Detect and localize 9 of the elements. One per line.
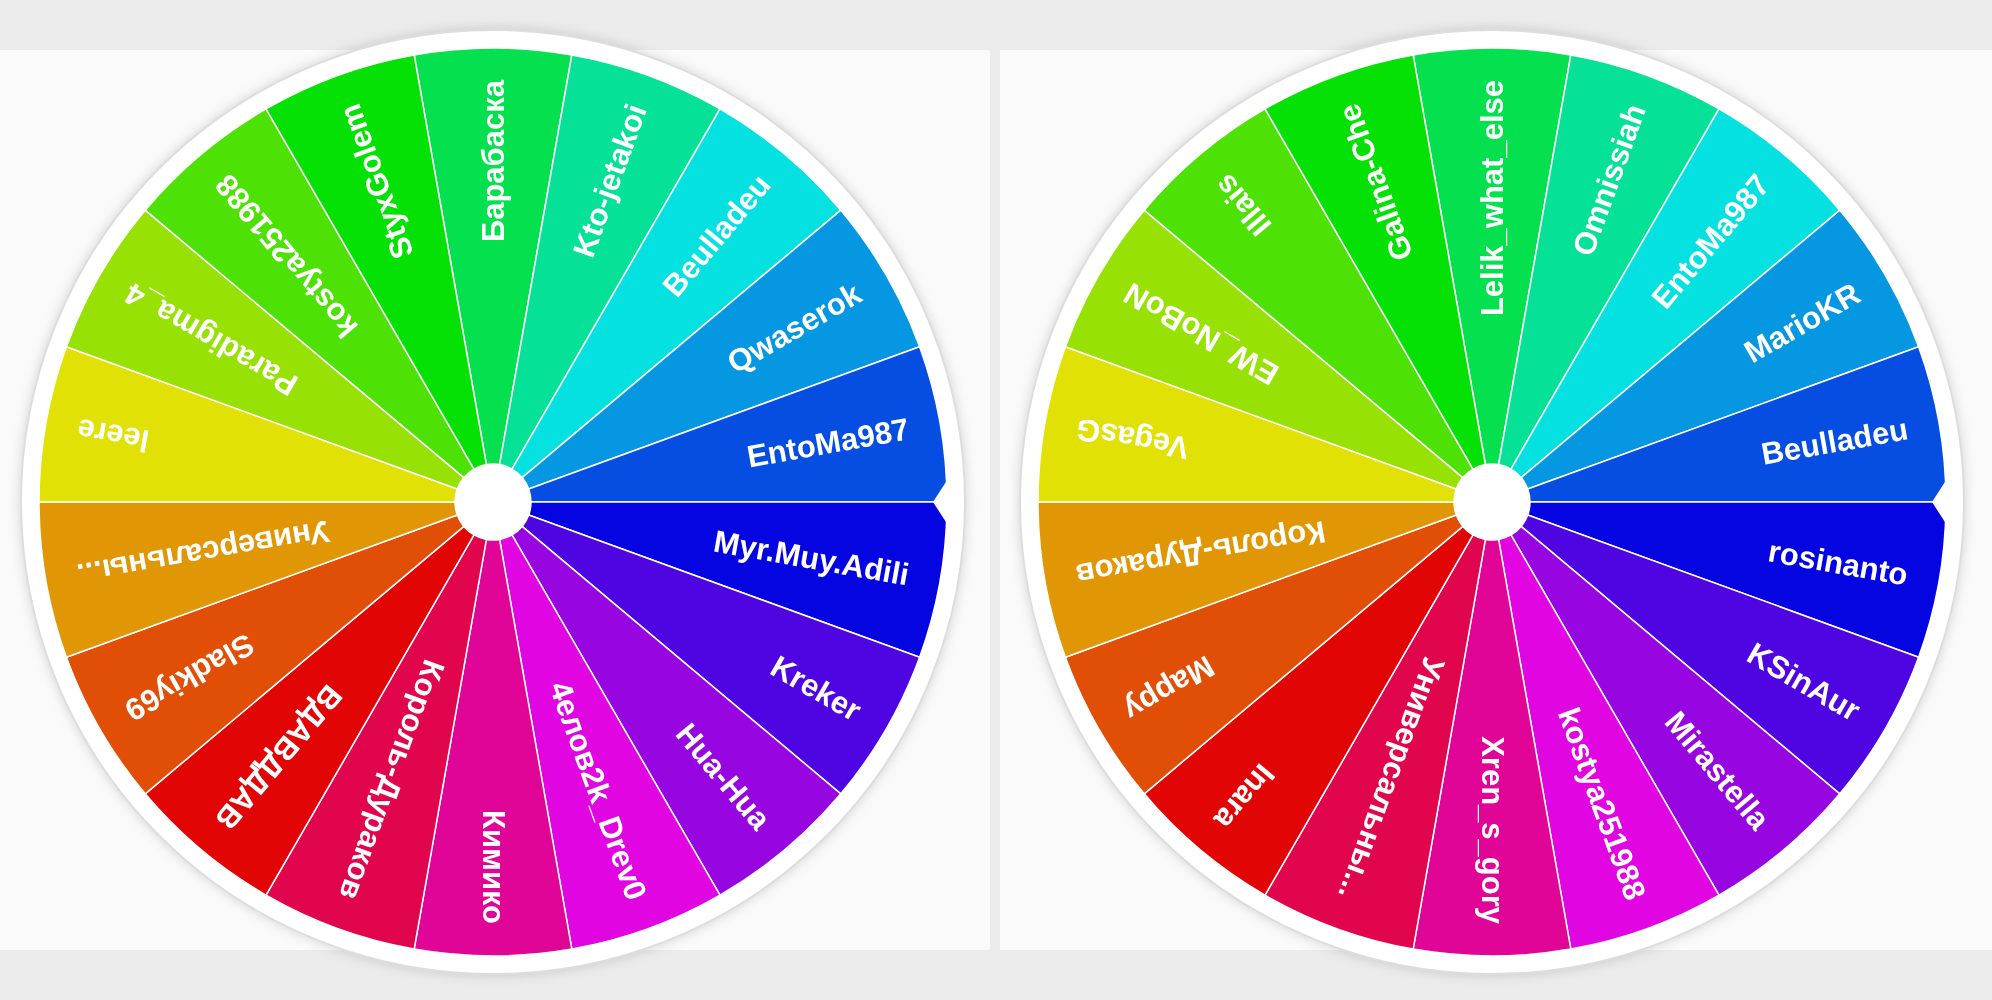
name-label: Xren_s_gory: [1474, 736, 1510, 924]
name-label: Beulladeu: [1758, 411, 1911, 472]
name-label: VegasG: [1073, 411, 1192, 466]
name-label: leere: [74, 411, 152, 459]
name-label: rosinanto: [1765, 533, 1911, 593]
name-label: EntoMa987: [744, 411, 912, 475]
name-label: Кимико: [475, 810, 511, 924]
name-label: Lelik_what_else: [1474, 80, 1510, 317]
name-label: Барабаска: [475, 80, 511, 243]
